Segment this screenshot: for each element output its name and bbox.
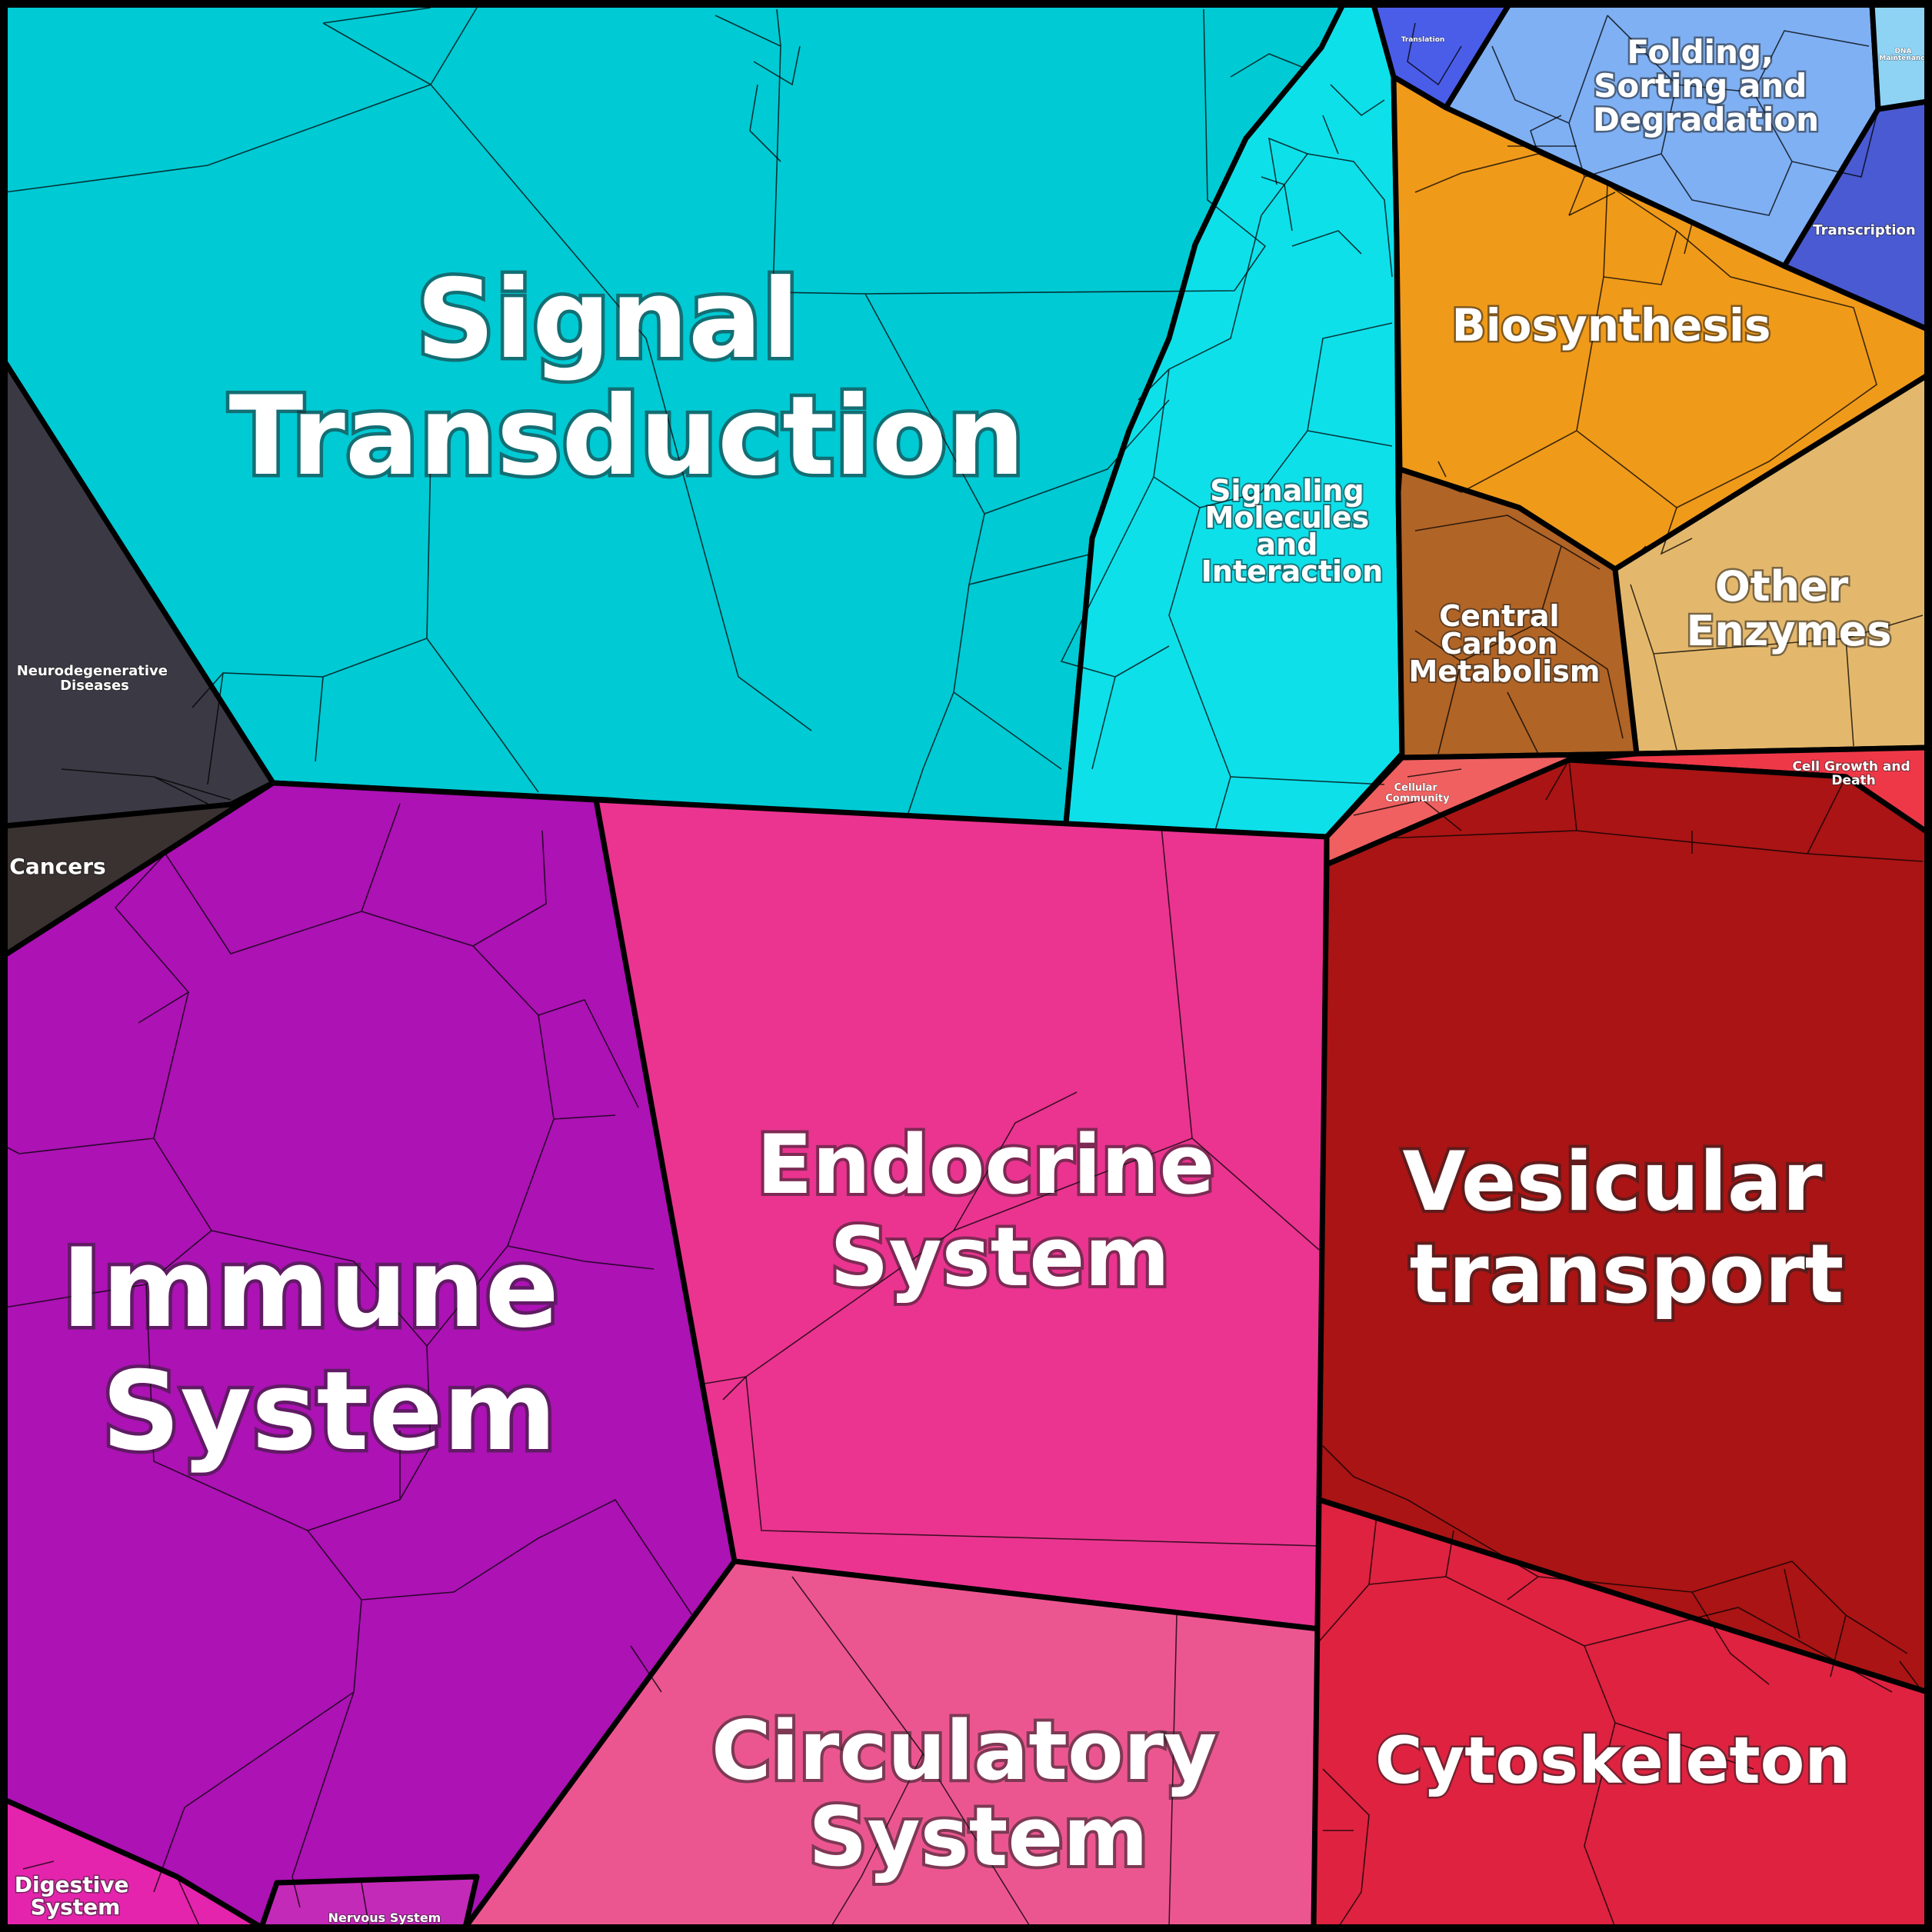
label-cellular-community: Cellular Community <box>1385 782 1450 804</box>
label-nervous-system: Nervous System <box>328 1910 441 1925</box>
label-circulatory-system: Circulatory System <box>711 1704 1245 1884</box>
label-immune-system: Immune System <box>62 1225 598 1475</box>
label-translation: Translation <box>1401 36 1445 44</box>
label-signal-transduction: Signal Transduction <box>229 256 1025 500</box>
label-cancers: Cancers <box>9 854 105 879</box>
label-signaling-molecules: Signaling Molecules and Interaction <box>1201 474 1383 588</box>
label-biosynthesis: Biosynthesis <box>1452 299 1771 351</box>
label-vesicular-transport: Vesicular transport <box>1403 1134 1851 1321</box>
label-central-carbon-metabolism: Central Carbon Metabolism <box>1409 599 1601 688</box>
label-transcription: Transcription <box>1813 222 1915 238</box>
label-dna-maintenance: DNA Maintenance <box>1879 48 1929 62</box>
label-cytoskeleton: Cytoskeleton <box>1375 1723 1850 1798</box>
label-folding-sorting-degradation: Folding, Sorting and Degradation <box>1593 33 1819 138</box>
category-labels: Signal Transduction Signaling Molecules … <box>8 31 1930 1926</box>
label-endocrine-system: Endocrine System <box>757 1118 1243 1304</box>
label-cell-growth-and-death: Cell Growth and Death <box>1792 759 1914 788</box>
label-other-enzymes: Other Enzymes <box>1687 562 1892 655</box>
label-neurodegenerative-diseases: Neurodegenerative Diseases <box>17 663 173 694</box>
subcategory-cell-borders <box>4 7 1924 1928</box>
label-digestive-system: Digestive System <box>15 1872 137 1920</box>
